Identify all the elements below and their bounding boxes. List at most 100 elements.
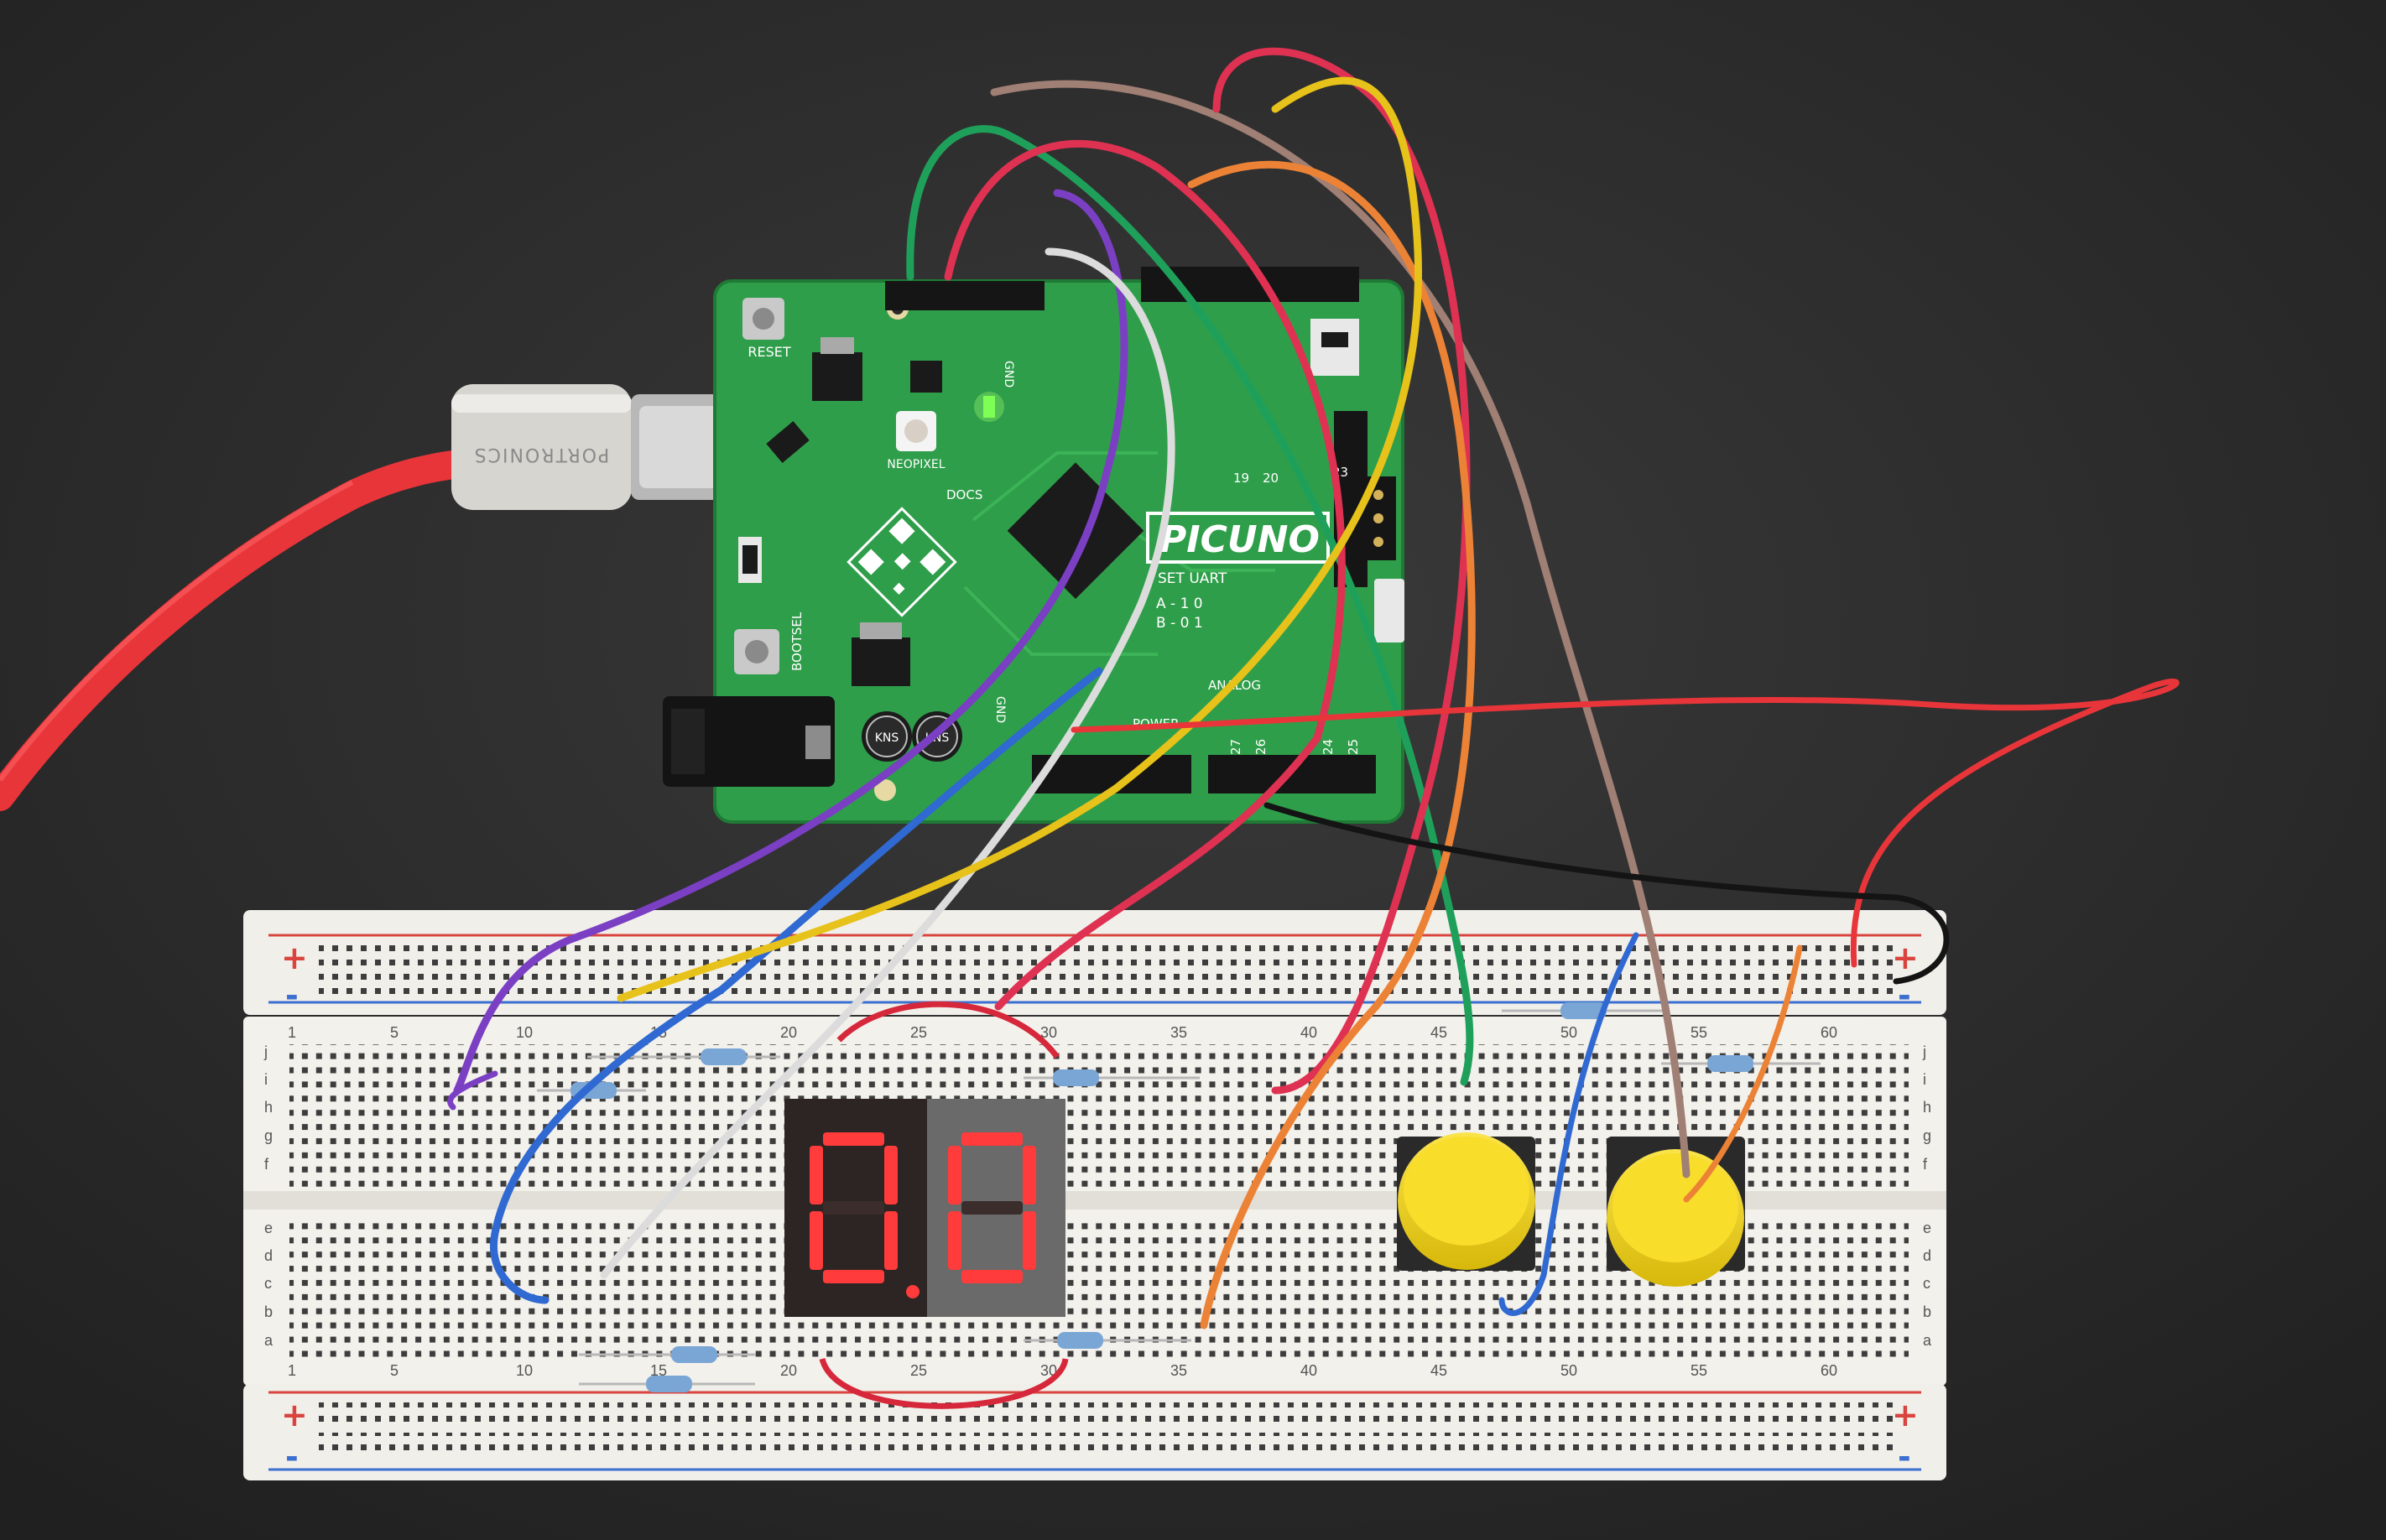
wire-brown (990, 80, 1691, 1178)
dc-power-jack (663, 696, 835, 787)
pin-20-label: 20 (1263, 471, 1279, 486)
svg-text:g: g (1923, 1127, 1931, 1144)
pin-26-label: 26 (1253, 739, 1269, 755)
breadboard: + - + - j i h g f e d c b a j i h g f e (243, 910, 1946, 1480)
row-letters-left: j i h g f e d c b a (263, 1043, 274, 1349)
wire-red-long (1212, 47, 1471, 1095)
svg-text:30: 30 (1040, 1024, 1057, 1041)
uart-label: SET UART (1158, 570, 1227, 587)
resistor (1024, 1332, 1191, 1349)
svg-text:a: a (264, 1332, 274, 1349)
voltage-regulator-2 (852, 637, 910, 686)
segment-c (884, 1211, 898, 1270)
neopixel-label: NEOPIXEL (887, 458, 945, 471)
segment-b (1023, 1146, 1036, 1204)
svg-text:h: h (264, 1099, 273, 1116)
svg-text:55: 55 (1691, 1362, 1707, 1379)
digital-header-top-left (885, 281, 1045, 310)
top-rail-minus-left: - (285, 977, 299, 1014)
pin-24-label: 24 (1321, 739, 1336, 755)
status-led (983, 396, 995, 418)
picuno-board: RESET BOOTSEL NEOPIXEL (663, 267, 1404, 824)
svg-text:10: 10 (516, 1362, 533, 1379)
svg-text:35: 35 (1170, 1024, 1187, 1041)
wire-purple-short (447, 1070, 498, 1111)
svg-text:i: i (264, 1071, 268, 1088)
wire-white (600, 247, 1175, 1279)
svg-text:55: 55 (1691, 1024, 1707, 1041)
decimal-point (906, 1285, 919, 1298)
uart-b-label: B - 0 1 (1156, 615, 1203, 632)
usb-cable: PORTRONICS (0, 384, 738, 811)
jumper-wires (447, 47, 2180, 1329)
svg-text:d: d (1923, 1247, 1931, 1264)
resistor (1024, 1069, 1200, 1086)
digit-1 (810, 1132, 898, 1283)
svg-text:b: b (264, 1303, 273, 1320)
svg-text:b: b (1923, 1303, 1931, 1320)
bootsel-label: BOOTSEL (789, 611, 805, 671)
segment-g (961, 1201, 1023, 1215)
board-name: PICUNO (1159, 518, 1320, 561)
top-rail-minus-right: - (1898, 977, 1911, 1014)
usb-plug-housing (451, 384, 632, 510)
qr-code (847, 507, 957, 617)
segment-c (1023, 1211, 1036, 1270)
row-letters-right: j i h g f e d c b a (1922, 1043, 1932, 1349)
resistor (1502, 1002, 1670, 1019)
push-button-2[interactable] (1607, 1137, 1745, 1287)
top-rail-plus-left: + (281, 939, 308, 976)
bottom-rail-minus-left: - (285, 1439, 299, 1475)
segment-a (961, 1132, 1023, 1146)
wire-green (906, 125, 1474, 1086)
segment-f (810, 1146, 823, 1204)
svg-text:50: 50 (1560, 1024, 1577, 1041)
svg-text:20: 20 (780, 1024, 797, 1041)
segment-e (948, 1211, 961, 1270)
pin-19-label: 19 (1233, 471, 1249, 486)
pin-27-label: 27 (1228, 739, 1243, 755)
svg-text:j: j (263, 1043, 268, 1060)
svg-text:a: a (1923, 1332, 1932, 1349)
svg-text:25: 25 (910, 1362, 927, 1379)
svg-text:15: 15 (650, 1362, 667, 1379)
voltage-regulator (812, 352, 862, 401)
segment-d (823, 1270, 884, 1283)
svg-text:35: 35 (1170, 1362, 1187, 1379)
reset-label: RESET (748, 344, 790, 360)
svg-text:e: e (264, 1220, 273, 1236)
svg-text:h: h (1923, 1099, 1931, 1116)
svg-text:f: f (1923, 1156, 1928, 1173)
seven-segment-display (784, 1001, 1069, 1409)
svg-text:45: 45 (1430, 1024, 1447, 1041)
svg-text:5: 5 (390, 1024, 399, 1041)
pin-25-label: 25 (1346, 739, 1361, 755)
svg-text:e: e (1923, 1220, 1931, 1236)
segment-e (810, 1211, 823, 1270)
svg-text:j: j (1922, 1043, 1926, 1060)
segment-g (823, 1201, 884, 1215)
svg-text:45: 45 (1430, 1362, 1447, 1379)
wire-red-power (1071, 678, 2180, 968)
uart-a-label: A - 1 0 (1156, 596, 1203, 612)
bottom-rail-plus-left: + (281, 1397, 308, 1433)
wire-orange (1187, 160, 1476, 1329)
svg-text:40: 40 (1300, 1362, 1317, 1379)
cap-1-label: KNS (875, 731, 899, 745)
segment-f (948, 1146, 961, 1204)
svg-text:c: c (1923, 1275, 1930, 1292)
svg-text:60: 60 (1821, 1362, 1837, 1379)
svg-text:1: 1 (288, 1362, 296, 1379)
svg-text:c: c (264, 1275, 272, 1292)
bottom-rail-plus-right: + (1892, 1397, 1919, 1433)
digit-2 (948, 1132, 1036, 1283)
push-button-1[interactable] (1397, 1132, 1535, 1271)
gnd-bottom-label: GND (993, 696, 1007, 723)
svg-text:10: 10 (516, 1024, 533, 1041)
segment-d (961, 1270, 1023, 1283)
usb-cable-brand: PORTRONICS (473, 444, 610, 465)
wire-blue (490, 667, 1103, 1304)
gnd-top-label: GND (1002, 361, 1015, 388)
bottom-power-rail (243, 1384, 1946, 1480)
